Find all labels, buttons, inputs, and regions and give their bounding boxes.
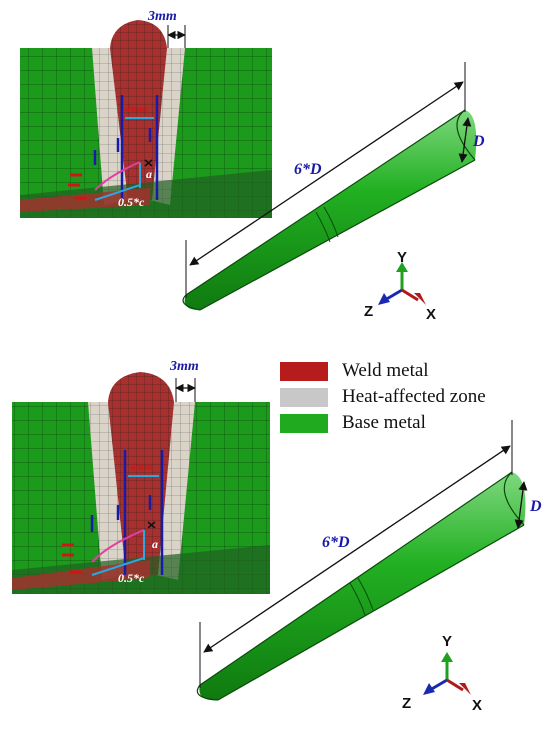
axis-triad-bottom: [423, 652, 471, 695]
legend-label-weld-metal: Weld metal: [342, 360, 429, 381]
legend-swatch-base-metal: [280, 413, 328, 433]
legend-label-heat-affected-zone: Heat-affected zone: [342, 386, 486, 407]
legend-item-heat-affected-zone: Heat-affected zone: [280, 384, 540, 410]
axis-y-label-top: Y: [397, 249, 407, 266]
half-length-label-bottom: 0.5*c: [118, 571, 145, 585]
length-label-top: 6*D: [294, 161, 322, 178]
depth-label-top: a: [146, 167, 152, 181]
axis-z-label-top: Z: [364, 303, 373, 320]
weld-width-label-bottom: 3mm: [169, 359, 199, 374]
legend-item-base-metal: Base metal: [280, 410, 540, 436]
depth-label-bottom: a: [152, 537, 158, 551]
axis-z-label-bottom: Z: [402, 695, 411, 712]
legend-swatch-heat-affected-zone: [280, 387, 328, 407]
diameter-label-bottom: D: [529, 498, 542, 515]
weld-mesh-view-top: [20, 20, 272, 218]
axis-x-label-top: X: [426, 306, 436, 323]
length-dimension-line-bottom: [203, 445, 511, 653]
legend-label-base-metal: Base metal: [342, 412, 426, 433]
weld-width-label-top: 3mm: [147, 9, 177, 24]
inner-width-label-top: 4mm: [124, 103, 148, 115]
legend-swatch-weld-metal: [280, 361, 328, 381]
diameter-label-top: D: [472, 133, 485, 150]
axis-y-label-bottom: Y: [442, 633, 452, 650]
length-dimension-line-top: [189, 81, 464, 266]
material-legend: Weld metal Heat-affected zone Base metal: [280, 358, 540, 436]
inner-width-label-bottom: 4mm: [129, 461, 153, 473]
axis-x-label-bottom: X: [472, 697, 482, 714]
legend-item-weld-metal: Weld metal: [280, 358, 540, 384]
length-label-bottom: 6*D: [322, 534, 350, 551]
half-length-label-top: 0.5*c: [118, 195, 145, 209]
axis-triad-top: [378, 262, 426, 305]
weld-mesh-view-bottom: [12, 372, 270, 594]
